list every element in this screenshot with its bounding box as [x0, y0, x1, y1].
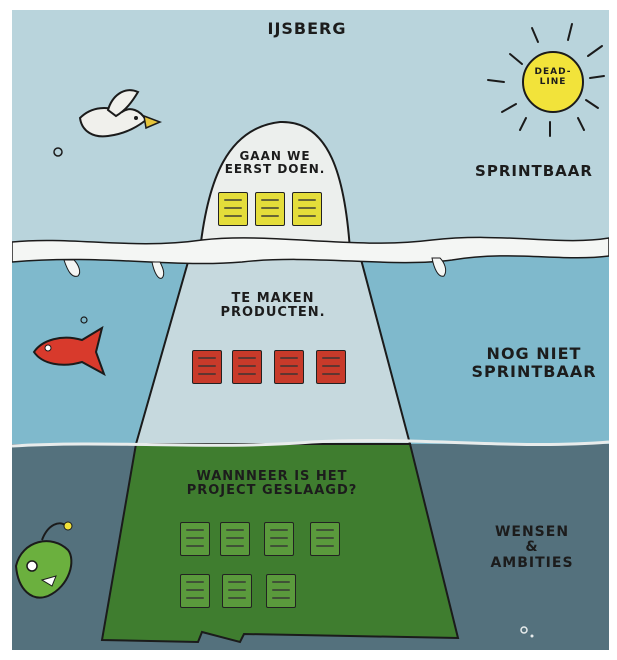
sticky-note-bottom — [220, 522, 250, 556]
sun-label: DEAD- LINE — [534, 67, 572, 87]
bubble — [520, 626, 528, 634]
deep-waterline — [12, 438, 609, 448]
sticky-note-bottom — [180, 574, 210, 608]
sticky-note-middle — [192, 350, 222, 384]
foam-drip-3 — [431, 257, 447, 277]
sticky-note-bottom — [180, 522, 210, 556]
sticky-note-bottom — [222, 574, 252, 608]
sticky-note-bottom — [264, 522, 294, 556]
iceberg-illustration: IJSBERG DEAD- LINE GAAN WE EERST DOEN. S… — [12, 10, 609, 650]
sticky-note-top — [218, 192, 248, 226]
zone-bottom-caption: WANNNEER IS HET PROJECT GESLAAGD? — [186, 469, 358, 499]
fish-icon — [32, 316, 106, 377]
sticky-note-middle — [274, 350, 304, 384]
seagull-icon — [53, 89, 163, 157]
sticky-note-top — [255, 192, 285, 226]
bubble — [530, 634, 534, 638]
sticky-note-middle — [232, 350, 262, 384]
zone-top-caption: GAAN WE EERST DOEN. — [224, 149, 326, 177]
sticky-note-middle — [316, 350, 346, 384]
zone-middle-caption: TE MAKEN PRODUCTEN. — [220, 291, 326, 321]
foam-drip-2 — [151, 261, 165, 279]
zone-bottom-side-label: WENSEN & AMBITIES — [490, 524, 574, 571]
sticky-note-bottom — [310, 522, 340, 556]
diagram-title: IJSBERG — [267, 19, 347, 38]
waterline-foam — [12, 236, 609, 265]
foam-drip-1 — [63, 259, 81, 277]
anglerfish-icon — [14, 521, 73, 599]
sun-icon — [487, 23, 605, 137]
sticky-note-bottom — [266, 574, 296, 608]
zone-top-side-label: SPRINTBAAR — [475, 162, 593, 180]
zone-middle-side-label: NOG NIET SPRINTBAAR — [471, 344, 597, 381]
sticky-note-top — [292, 192, 322, 226]
